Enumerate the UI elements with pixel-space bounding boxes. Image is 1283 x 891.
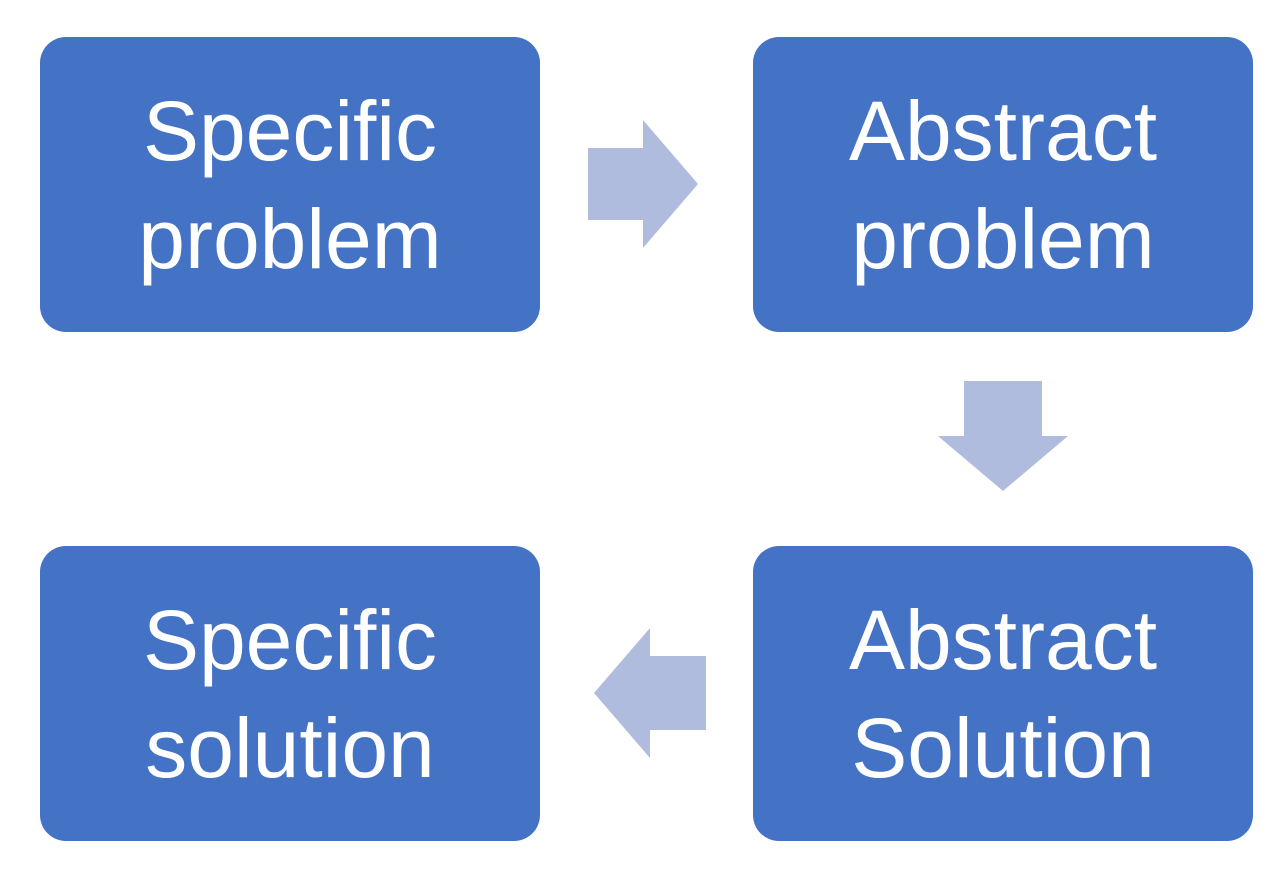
arrow-left-icon xyxy=(594,628,706,758)
box-specific-solution-line2: solution xyxy=(145,700,435,795)
box-specific-problem-line1: Specific xyxy=(142,83,438,178)
box-specific-problem-line2: problem xyxy=(138,191,442,286)
arrow-right-icon xyxy=(588,120,698,248)
box-specific-problem: Specific problem xyxy=(40,37,540,332)
arrow-left-shape xyxy=(594,628,706,758)
arrow-down-icon xyxy=(938,381,1068,491)
box-specific-solution-line1: Specific xyxy=(142,592,438,687)
box-abstract-problem-line2: problem xyxy=(851,191,1155,286)
box-abstract-problem: Abstract problem xyxy=(753,37,1253,332)
arrow-down-shape xyxy=(938,381,1068,491)
box-abstract-problem-line1: Abstract xyxy=(848,83,1158,178)
box-abstract-solution: Abstract Solution xyxy=(753,546,1253,841)
box-specific-solution: Specific solution xyxy=(40,546,540,841)
arrow-right-shape xyxy=(588,120,698,248)
box-abstract-solution-line1: Abstract xyxy=(848,592,1158,687)
box-abstract-solution-line2: Solution xyxy=(851,700,1155,795)
